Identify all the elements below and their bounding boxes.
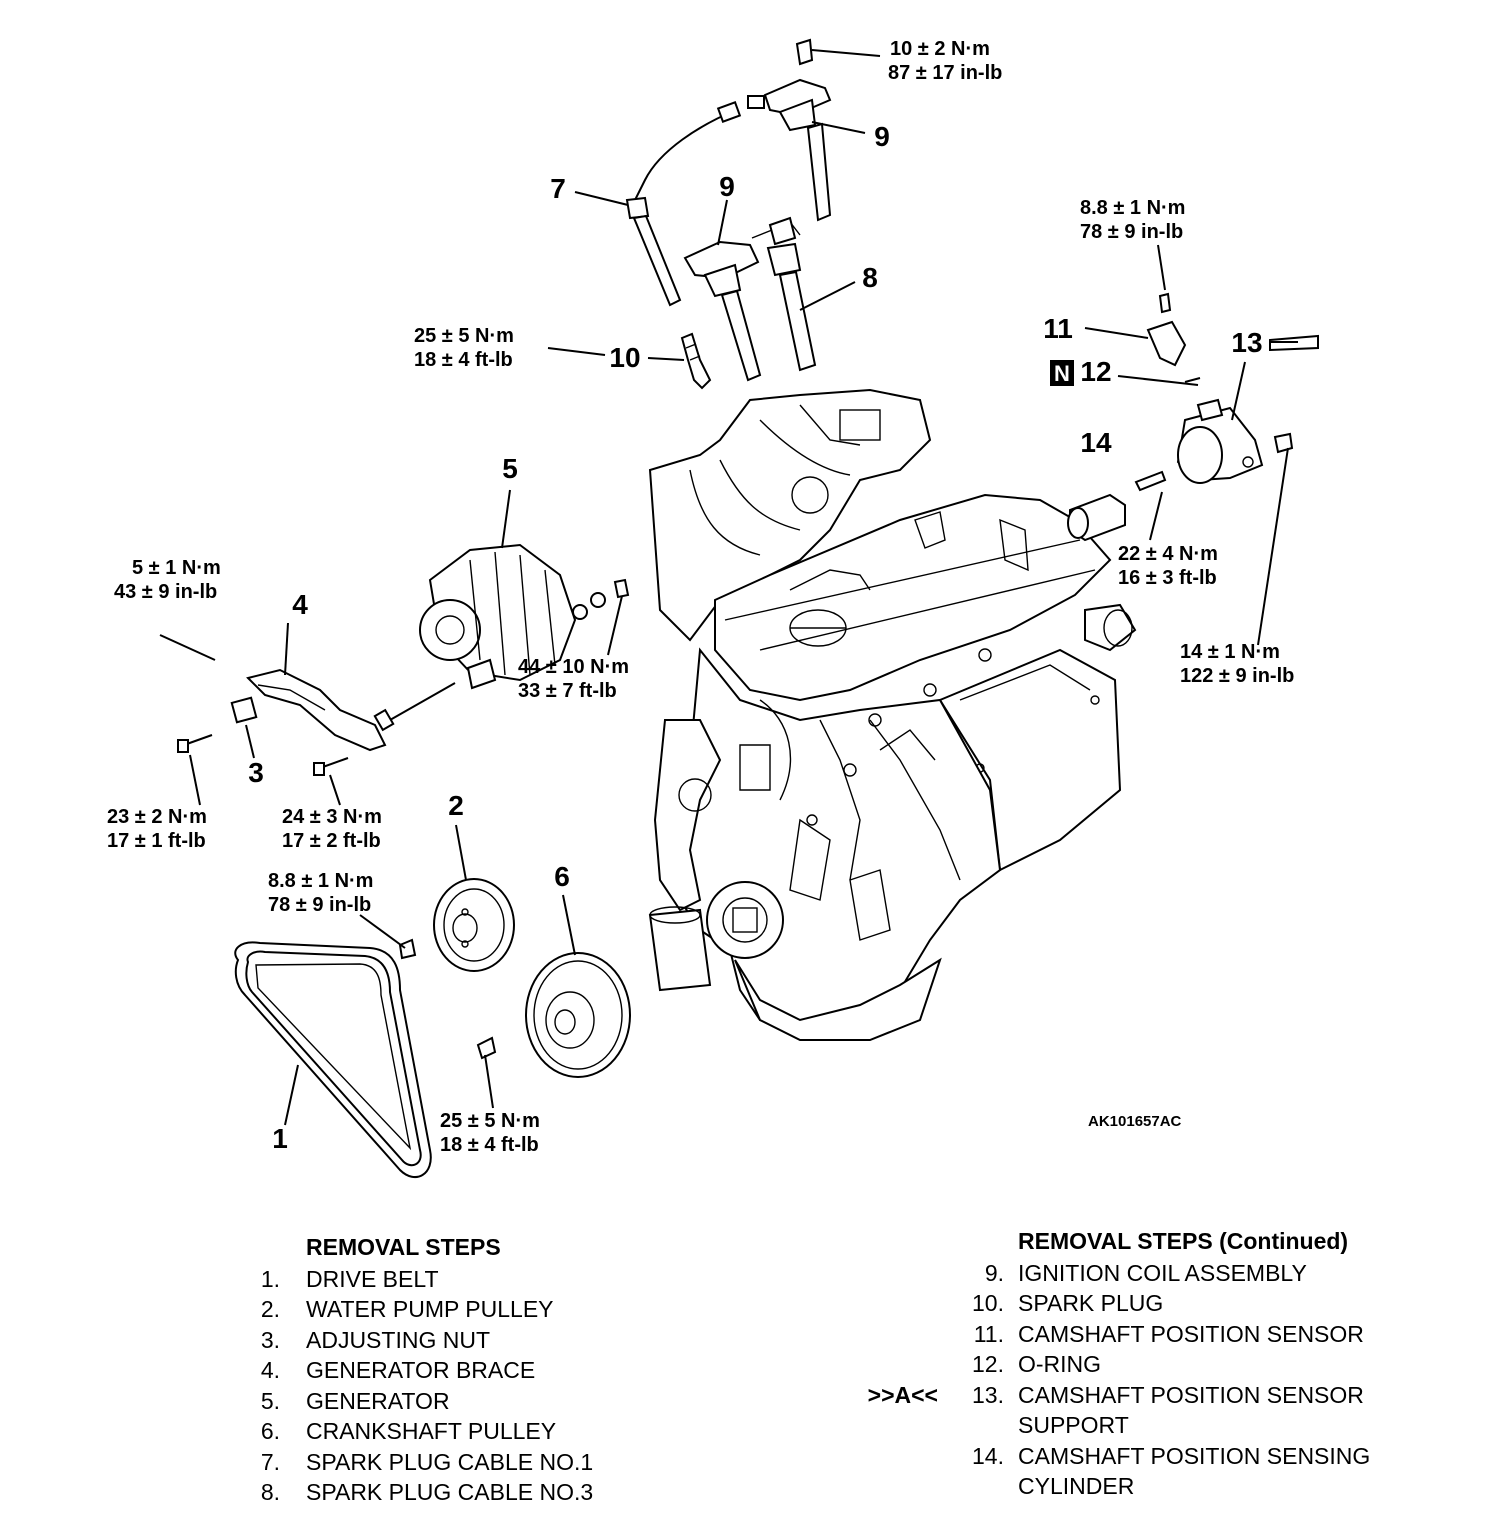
generator-bolts: [159, 634, 456, 776]
callout-1: 1: [272, 1123, 288, 1154]
step-text: O-RING: [1018, 1351, 1102, 1377]
crankshaft-pulley: [398, 938, 631, 1078]
step-number: 13.: [972, 1381, 1004, 1408]
step-number: 9.: [984, 1259, 1004, 1286]
figure-id: AK101657AC: [1088, 1113, 1182, 1130]
step-number: 2.: [260, 1296, 280, 1322]
step-number: 12.: [972, 1351, 1004, 1377]
step-text: SPARK PLUG CABLE NO.1: [306, 1448, 594, 1475]
step-number: 5.: [260, 1387, 280, 1414]
step-text: CAMSHAFT POSITION SENSOR: [1018, 1381, 1364, 1408]
generator-brace: [246, 668, 387, 752]
ignition-coil-lower: [683, 221, 801, 382]
step-text-continued: SUPPORT: [1018, 1412, 1129, 1438]
callout-9-lower: 9: [719, 171, 735, 202]
callout-11: 11: [1043, 313, 1073, 344]
step-number: 10.: [972, 1290, 1004, 1316]
step-text: WATER PUMP PULLEY: [306, 1296, 554, 1322]
removal-steps-list: REMOVAL STEPS 1. DRIVE BELT 2. WATER PUMP P…: [0, 1232, 720, 1512]
callout-6: 6: [554, 861, 570, 892]
leader-lines: [189, 49, 1298, 1126]
engine-assembly: [648, 388, 1137, 1041]
generator: [419, 543, 630, 690]
new-part-symbol: N: [1054, 361, 1070, 386]
step-number: 14.: [972, 1442, 1004, 1469]
step-text: GENERATOR: [306, 1387, 450, 1414]
drive-belt: [234, 941, 432, 1179]
removal-steps-continued-title: REMOVAL STEPS (Continued): [1018, 1228, 1349, 1254]
water-pump-pulley: [433, 878, 515, 972]
step-text: CRANKSHAFT PULLEY: [306, 1418, 557, 1444]
callout-13: 13: [1231, 327, 1262, 358]
step-text: IGNITION COIL ASSEMBLY: [1018, 1259, 1307, 1286]
callout-2: 2: [448, 790, 464, 821]
step-number: 3.: [260, 1326, 280, 1353]
step-text-continued: CYLINDER: [1018, 1473, 1135, 1499]
camshaft-position-sensor-support: [1176, 334, 1319, 484]
spark-plug-cable-no1: [625, 101, 742, 307]
callout-9-upper: 9: [874, 121, 890, 152]
callout-5: 5: [502, 453, 518, 484]
camshaft-position-sensor: [1146, 292, 1187, 367]
exploded-view-diagram: 1 2 3 4 5 6 7 8 9 9 10 11 N 12 13 14 10 …: [107, 38, 1319, 1179]
step-number: 1.: [260, 1265, 280, 1292]
step-text: CAMSHAFT POSITION SENSOR: [1018, 1320, 1364, 1347]
step-text: SPARK PLUG CABLE NO.3: [306, 1479, 594, 1505]
step-text: DRIVE BELT: [306, 1265, 439, 1292]
step-text: SPARK PLUG: [1018, 1290, 1164, 1316]
spark-plug: [680, 332, 712, 390]
callout-3: 3: [248, 757, 264, 788]
step-text: GENERATOR BRACE: [306, 1357, 536, 1383]
step-number: 4.: [260, 1357, 280, 1383]
callout-14: 14: [1080, 427, 1112, 458]
callout-8: 8: [862, 262, 878, 293]
coil-bolt: [795, 38, 814, 66]
removal-steps-title: REMOVAL STEPS: [306, 1234, 501, 1260]
step-number: 6.: [260, 1418, 280, 1444]
ignition-coil-upper: [747, 78, 832, 222]
adjusting-nut: [230, 696, 258, 724]
camshaft-position-sensing-cylinder: [1067, 470, 1167, 542]
callout-12: 12: [1080, 356, 1111, 387]
part-callouts: 1 2 3 4 5 6 7 8 9 9 10 11 N 12 13 14: [248, 121, 1262, 1154]
step-number: 7.: [260, 1448, 280, 1475]
o-ring: [1184, 377, 1201, 383]
spark-plug-cable-no3: [766, 216, 817, 372]
callout-4: 4: [292, 589, 308, 620]
step-text: ADJUSTING NUT: [306, 1326, 490, 1353]
new-part-symbol-box: [1050, 360, 1074, 386]
step-text: CAMSHAFT POSITION SENSING: [1018, 1442, 1371, 1469]
callout-10: 10: [609, 342, 640, 373]
step-number: 11.: [973, 1320, 1004, 1347]
step-reference-mark: >>A<<: [867, 1381, 938, 1408]
step-number: 8.: [260, 1479, 280, 1505]
callout-7: 7: [550, 173, 566, 204]
removal-steps-continued-list: REMOVAL STEPS (Continued) 9. IGNITION COI…: [720, 1226, 1504, 1516]
